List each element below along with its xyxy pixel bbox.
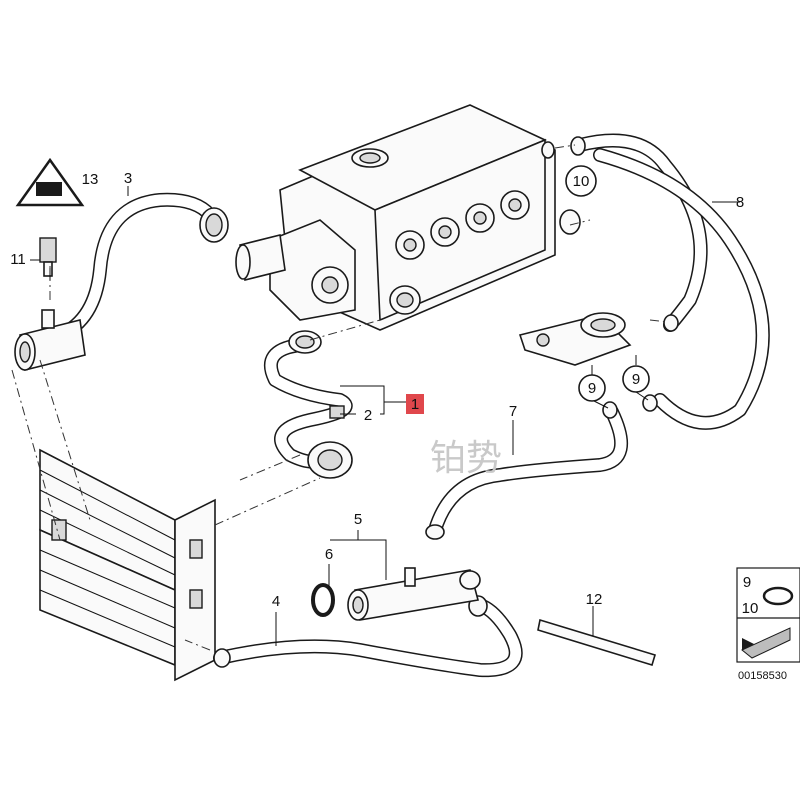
label-10: 10 [573,173,590,190]
t-connector-left [14,309,86,371]
warning-triangle-13 [15,157,85,207]
temperature-sensor-11 [39,237,57,277]
hose-clamp-icon [762,586,794,606]
cable-tie-12 [537,618,656,667]
arrow-icon [741,627,791,659]
label-2: 2 [364,407,372,424]
arrow-head-icon [742,638,754,650]
label-6: 6 [325,546,333,563]
bleed-screw-2 [329,405,345,419]
label-8: 8 [736,194,744,211]
label-4: 4 [272,593,280,610]
valve-assembly [518,312,632,366]
radiator [39,448,216,682]
legend-label-top: 9 [743,574,751,591]
label-3: 3 [124,170,132,187]
diagram-id: 00158530 [738,670,787,682]
label-9a-circle [578,374,606,402]
label-9b-circle [622,365,650,393]
hose-3 [53,192,229,342]
coolant-pipe-5 [347,567,481,621]
watermark: 铂势 [430,438,502,479]
label-11: 11 [10,251,26,268]
label-12: 12 [586,591,603,608]
o-ring-6 [311,583,335,617]
engine-cylinder-head [235,104,581,331]
part-labels: 1 2 3 4 5 6 7 8 9 9 10 11 12 13 [10,165,744,610]
connection-lines [11,144,669,651]
label-5: 5 [354,511,362,528]
legend-label-bottom: 10 [742,600,759,617]
callout-leaders [30,186,740,646]
label-9b: 9 [632,371,640,388]
label-10-circle [565,165,597,197]
legend-box: 9 10 [736,567,800,663]
label-7: 7 [509,403,517,420]
label-9a: 9 [588,380,596,397]
label-1: 1 [411,396,419,413]
highlight-box [406,394,424,414]
hose-7 [425,394,658,540]
hose-4 [213,595,523,678]
hose-8 [570,133,770,430]
label-13: 13 [82,171,99,188]
hose-1 [263,330,353,479]
